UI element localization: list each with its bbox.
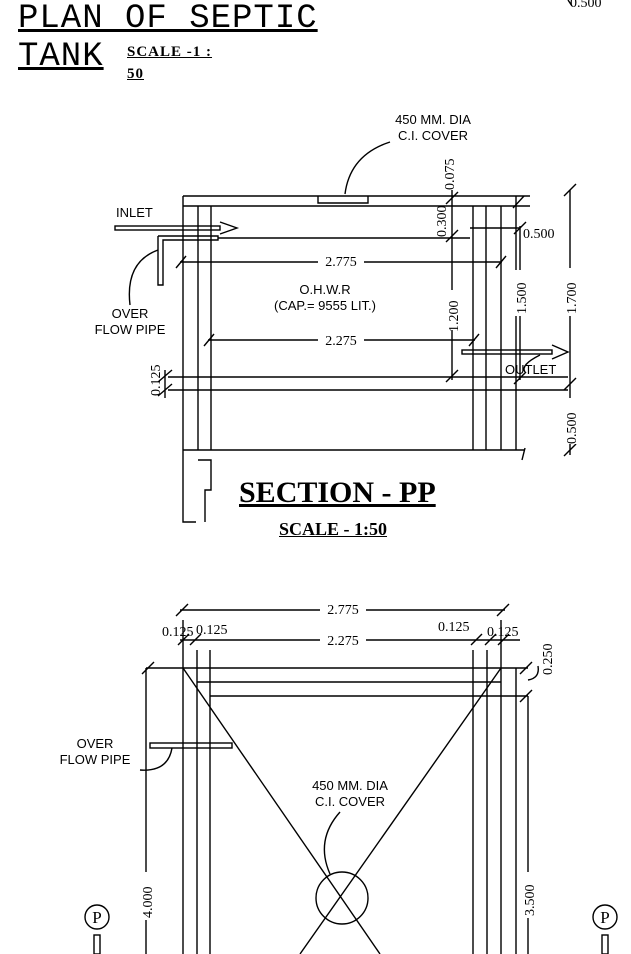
plan-overflow-pipe	[149, 742, 233, 749]
plan-0250-tick-b	[519, 689, 533, 703]
dim-1500-tick-t	[512, 195, 525, 209]
plan-view: 2.775 2.275 0.125 0.125 0.125 0.125 0.25…	[84, 602, 618, 954]
plan-dim-2275-tick-3	[470, 633, 483, 646]
dim-1700-tick-t	[563, 183, 577, 197]
dim-2775-tick-r	[495, 255, 507, 269]
section-cover-leader	[344, 141, 391, 195]
plan-dim-2775-tick-r	[496, 603, 510, 617]
section-overflow-pipe	[157, 235, 219, 286]
section-scale: SCALE - 1:50	[279, 519, 388, 539]
plan-dim-2275-tick-5	[497, 633, 510, 646]
section-outlet-leader	[523, 354, 541, 373]
plan-cover-label: 450 MM. DIA C.I. COVER	[312, 778, 388, 809]
dim-0500-bot-text: 0.500	[565, 413, 580, 445]
drawing-scale-part2: 50	[127, 66, 144, 82]
dim-2275-tick-l	[203, 333, 215, 347]
plan-dim-0250-text: 0.250	[541, 644, 556, 676]
plan-overflow-label: OVER FLOW PIPE	[59, 736, 131, 767]
dim-0075-tick	[445, 191, 459, 205]
section-marker-right: P	[592, 904, 618, 954]
section-marker-left-label: P	[92, 908, 101, 927]
plan-overflow-leader	[139, 747, 173, 771]
dim-1200-text: 1.200	[447, 301, 462, 333]
dim-0500-top-text: 0.500	[523, 227, 555, 242]
dim-0125-tick-b	[157, 383, 173, 397]
section-title: SECTION - PP	[239, 476, 436, 509]
section-footing-step	[198, 459, 212, 522]
top-right-tick	[567, 0, 573, 7]
plan-dim-2775-text: 2.775	[327, 603, 359, 618]
dim-0300-text: 0.300	[435, 206, 450, 238]
dim-0500-bot-tick	[563, 443, 577, 457]
plan-dim-2275-tick-2	[189, 633, 202, 646]
dim-1200-tick	[445, 369, 459, 383]
drawing-title-line2: TANK	[18, 38, 104, 76]
dim-0300-tick	[445, 229, 459, 243]
section-inlet-arrow	[219, 221, 240, 235]
dim-1500-text: 1.500	[515, 283, 530, 315]
plan-dim-2775-tick-l	[175, 603, 189, 617]
plan-dim-2275-text: 2.275	[327, 634, 359, 649]
plan-dim-2275-tick-4	[484, 633, 497, 646]
section-overflow-leader	[128, 249, 159, 306]
plan-diagonal-2	[299, 667, 502, 954]
section-break-line	[521, 447, 526, 461]
section-cover-opening	[317, 196, 369, 204]
section-cover-label: 450 MM. DIA C.I. COVER	[395, 112, 471, 143]
section-ohwr-label: O.H.W.R (CAP.= 9555 LIT.)	[273, 282, 376, 313]
dim-1700-text: 1.700	[565, 283, 580, 315]
plan-4000-tick-t	[141, 661, 155, 675]
section-pp: 2.775 2.275 1.200 0.075 0.300 1.500 0.50…	[114, 141, 580, 523]
plan-cover-circle	[315, 871, 369, 925]
plan-dim-0125-l2: 0.125	[196, 623, 228, 638]
dim-2775-tick-l	[175, 255, 187, 269]
section-marker-left: P	[84, 904, 110, 954]
plan-dim-3500-text: 3.500	[523, 885, 538, 917]
section-footing-left	[182, 450, 196, 523]
plan-0250-leader	[527, 665, 539, 681]
dim-0125-tick-t	[157, 369, 173, 383]
dim-0075-text: 0.075	[443, 159, 458, 191]
dim-2275-tick-r	[468, 333, 480, 347]
section-inlet-pipe	[114, 225, 221, 231]
drawing-scale-part1: SCALE -1 :	[127, 44, 213, 60]
plan-cover-leader	[323, 811, 341, 875]
dim-2775-text: 2.775	[325, 255, 357, 270]
section-inlet-label: INLET	[116, 205, 153, 220]
section-outlet-label: OUTLET	[505, 362, 557, 377]
drawing-title-line1: PLAN OF SEPTIC	[18, 0, 318, 38]
plan-diagonal-1	[182, 667, 381, 954]
plan-dim-0125-r1: 0.125	[438, 620, 470, 635]
dim-1500-tick-b	[513, 371, 527, 385]
dim-2275-text: 2.275	[325, 334, 357, 349]
plan-0250-tick-t	[519, 661, 533, 675]
plan-dim-0125-r2: 0.125	[487, 625, 519, 640]
section-outlet-arrow	[551, 344, 570, 360]
section-overflow-label: OVER FLOW PIPE	[94, 306, 166, 337]
dim-0125-text: 0.125	[149, 365, 164, 397]
plan-dim-0125-l1: 0.125	[162, 625, 194, 640]
section-outlet-pipe	[461, 349, 553, 355]
section-marker-right-label: P	[600, 908, 609, 927]
plan-dim-4000-text: 4.000	[141, 887, 156, 919]
dim-1700-tick-m	[563, 377, 577, 391]
top-right-dim: 0.500	[570, 0, 602, 11]
